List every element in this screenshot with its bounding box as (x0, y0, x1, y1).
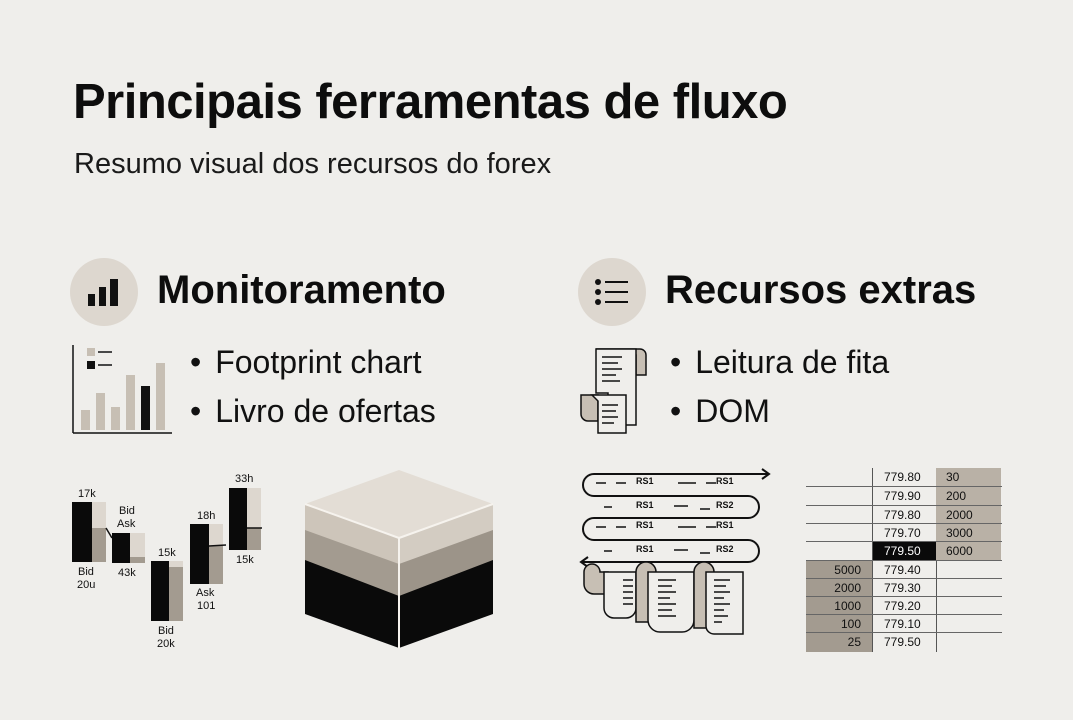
bullet-item: DOM (670, 387, 889, 436)
section-heading-recursos-extras: Recursos extras (665, 268, 977, 312)
dom-ask: 2000 (946, 508, 973, 522)
section-icon-badge (70, 258, 138, 326)
bullet-item: Footprint chart (190, 338, 436, 387)
dom-price: 779.10 (884, 617, 921, 631)
tape-reading-illustration (579, 468, 771, 635)
footprint-label: 15k (158, 547, 176, 559)
dom-price: 779.80 (884, 508, 921, 522)
bid-volume-block (806, 560, 872, 652)
dom-ask: 6000 (946, 544, 973, 558)
footprint-candles-icon (72, 488, 262, 621)
bar-chart-icon (88, 279, 118, 306)
page-title: Principais ferramentas de fluxo (73, 75, 788, 129)
dom-row: 1000 779.20 (806, 596, 1002, 616)
dom-row: 2000 779.30 (806, 578, 1002, 598)
bar-chart-illustration-icon (72, 345, 172, 434)
bullet-list-monitoramento: Footprint chart Livro de ofertas (190, 338, 436, 436)
dom-row: 779.50 6000 (806, 541, 1002, 561)
bullet-item: Livro de ofertas (190, 387, 436, 436)
bullet-list-recursos: Leitura de fita DOM (670, 338, 889, 436)
dom-price: 779.20 (884, 599, 921, 613)
footprint-label: 15k (236, 554, 254, 566)
tape-label: RS1 (716, 520, 734, 530)
footprint-label: 20k (157, 638, 175, 650)
dom-price: 779.70 (884, 526, 921, 540)
footprint-label: Bid (78, 566, 94, 578)
dom-row: 100 779.10 (806, 614, 1002, 634)
tape-rows: RS1 RS1 RS1 RS2 RS1 RS1 RS1 RS2 (578, 462, 773, 562)
dom-row: 779.80 2000 (806, 505, 1002, 525)
dom-ask: 200 (946, 489, 967, 503)
list-icon (595, 279, 628, 305)
dom-price: 779.40 (884, 563, 921, 577)
dom-bid: 25 (847, 635, 861, 649)
dom-bid: 100 (840, 617, 861, 631)
footprint-label: 33h (235, 473, 254, 485)
dom-bid: 5000 (834, 563, 861, 577)
page-subtitle: Resumo visual dos recursos do forex (74, 148, 552, 180)
ask-volume-block (936, 468, 1001, 560)
footprint-label: 101 (197, 600, 216, 612)
dom-price: 779.30 (884, 581, 921, 595)
dom-price: 779.90 (884, 489, 921, 503)
footprint-chart-illustration: 17k Bid 20u Bid Ask 43k 15k Bid 20k 18h … (60, 460, 280, 660)
receipt-scroll-icon (580, 348, 647, 434)
dom-row: 779.90 200 (806, 486, 1002, 506)
dom-ask: 30 (946, 470, 960, 484)
dom-bid: 2000 (834, 581, 861, 595)
bullet-item: Leitura de fita (670, 338, 889, 387)
tape-label: RS2 (716, 544, 734, 554)
tape-label: RS1 (636, 476, 654, 486)
tape-label: RS1 (716, 476, 734, 486)
footprint-label: 20u (77, 579, 96, 591)
current-price-highlight (873, 542, 936, 560)
dom-row: 5000 779.40 (806, 560, 1002, 580)
dom-price: 779.50 (884, 544, 921, 558)
dom-price: 779.80 (884, 470, 921, 484)
dom-ladder: 779.80 30 779.90 200 779.80 2000 779.70 … (806, 468, 1002, 652)
tape-label: RS1 (636, 500, 654, 510)
order-book-cube-icon (304, 470, 494, 648)
dom-row: 779.70 3000 (806, 523, 1002, 543)
footprint-label: Bid (119, 505, 135, 517)
section-heading-monitoramento: Monitoramento (157, 268, 446, 312)
footprint-label: Bid (158, 625, 174, 637)
tape-label: RS1 (636, 544, 654, 554)
tape-label: RS1 (636, 520, 654, 530)
footprint-label: Ask (117, 518, 136, 530)
footprint-label: 43k (118, 567, 136, 579)
dom-row: 25 779.50 (806, 632, 1002, 652)
dom-bid: 1000 (834, 599, 861, 613)
footprint-label: 17k (78, 488, 96, 500)
footprint-label: 18h (197, 510, 216, 522)
tape-label: RS2 (716, 500, 734, 510)
footprint-label: Ask (196, 587, 215, 599)
section-icon-badge (578, 258, 646, 326)
dom-price: 779.50 (884, 635, 921, 649)
dom-ask: 3000 (946, 526, 973, 540)
